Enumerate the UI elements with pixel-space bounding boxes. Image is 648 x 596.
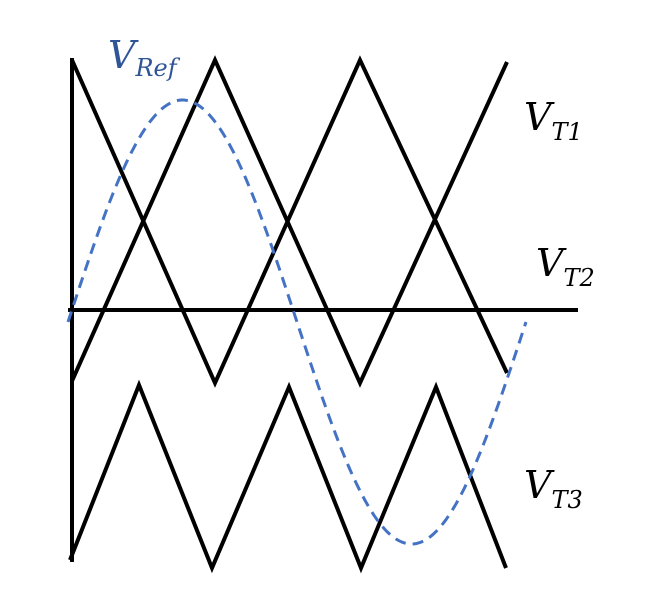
- reference-sine-wave: [66, 98, 528, 546]
- carrier-v-t3: [68, 379, 508, 574]
- carrier-v-t2: [70, 55, 509, 388]
- label-v-t2: VT2: [536, 241, 595, 292]
- label-v-t1: VT1: [524, 95, 583, 146]
- label-v-ref: VRef: [108, 33, 181, 82]
- label-v-t3: VT3: [524, 463, 583, 514]
